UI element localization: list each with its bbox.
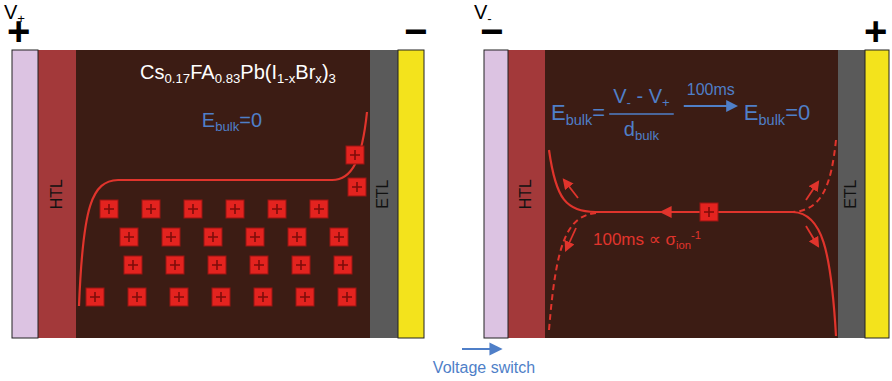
text-part: E — [202, 109, 215, 131]
text-part: + — [864, 9, 887, 53]
ion — [334, 256, 352, 274]
polarity-sign: + — [7, 8, 30, 54]
text-part: HTL — [48, 179, 65, 209]
text-part: Br — [295, 61, 315, 83]
ion — [170, 288, 188, 306]
text-part: E — [551, 100, 566, 125]
polarity-sign: − — [404, 8, 427, 54]
text-part: Voltage switch — [433, 359, 535, 376]
ion — [288, 228, 306, 246]
text-part: x — [315, 72, 322, 87]
text-part: d — [624, 118, 635, 140]
text-part: ETL — [842, 179, 859, 208]
fraction-denominator: dbulk — [624, 118, 659, 143]
ion — [296, 288, 314, 306]
ion — [268, 200, 286, 218]
cathode-contact — [398, 50, 424, 338]
ion — [208, 256, 226, 274]
text-part: Pb(I — [240, 61, 277, 83]
text-part: FA — [190, 61, 214, 83]
text-part: - V — [631, 85, 662, 107]
text-part: ion — [676, 238, 691, 250]
ion-drift-arrow — [662, 211, 696, 213]
ion — [184, 200, 202, 218]
anode-contact — [484, 50, 508, 338]
text-part: ETL — [375, 179, 392, 208]
ion — [348, 178, 366, 196]
text-part: 100ms ∝ σ — [593, 230, 676, 249]
material-formula: Cs0.17FA0.83Pb(I1-xBrx)3 — [140, 61, 336, 86]
text-part: = — [592, 100, 605, 125]
text-part: − — [404, 9, 427, 53]
ion — [124, 256, 142, 274]
ion — [250, 256, 268, 274]
text-part: 3 — [329, 72, 336, 87]
ion — [86, 288, 104, 306]
text-part: =0 — [785, 100, 810, 125]
text-part: Cs — [140, 61, 164, 83]
ion — [120, 228, 138, 246]
text-part: − — [480, 9, 503, 53]
transition-label: Voltage switch — [433, 359, 535, 377]
perovskite-layer: Ebulk=V- - V+dbulk100msEbulk=0100ms ∝ σi… — [545, 50, 838, 338]
text-part: 100ms — [687, 81, 735, 98]
layer-label: ETL — [842, 179, 860, 208]
layer-label: HTL — [48, 179, 66, 209]
cathode-contact — [865, 50, 889, 338]
text-part: =0 — [239, 109, 262, 131]
field-label: Ebulk= — [551, 100, 605, 128]
ion — [310, 200, 328, 218]
time-arrow — [684, 105, 736, 107]
text-part: 1-x — [277, 72, 295, 87]
text-part: ) — [322, 61, 329, 83]
text-part: + — [7, 9, 30, 53]
ion — [212, 288, 230, 306]
ion — [166, 256, 184, 274]
field-label: Ebulk=0 — [744, 100, 810, 128]
htl-layer: HTL — [508, 50, 545, 338]
fraction-bar — [609, 113, 674, 115]
polarity-sign: + — [864, 8, 887, 54]
fraction-numerator: V- - V+ — [613, 85, 670, 110]
layer-label: ETL — [375, 179, 393, 208]
ion — [700, 203, 718, 221]
ion — [254, 288, 272, 306]
text-part: 0.17 — [165, 72, 191, 87]
text-part: bulk — [566, 111, 593, 127]
etl-layer: ETL — [370, 50, 398, 338]
ion — [338, 288, 356, 306]
field-label: Ebulk=0 — [202, 109, 262, 134]
text-part: -1 — [691, 229, 701, 241]
text-part: HTL — [517, 179, 534, 209]
ion — [204, 228, 222, 246]
anode-contact — [12, 50, 38, 338]
ion — [346, 146, 364, 164]
text-part: V — [613, 85, 626, 107]
text-part: - — [627, 96, 631, 111]
polarity-sign: − — [480, 8, 503, 54]
ion — [100, 200, 118, 218]
ion — [162, 228, 180, 246]
text-part: 0.83 — [215, 72, 241, 87]
text-part: E — [744, 100, 759, 125]
time-label: 100ms — [687, 81, 735, 99]
text-part: bulk — [215, 120, 239, 135]
ion — [292, 256, 310, 274]
ion — [246, 228, 264, 246]
ion — [330, 228, 348, 246]
transition-arrow — [462, 348, 500, 350]
ion — [142, 200, 160, 218]
text-part: bulk — [635, 129, 659, 144]
etl-layer: ETL — [838, 50, 865, 338]
ion — [128, 288, 146, 306]
text-part: + — [662, 96, 670, 111]
htl-layer: HTL — [38, 50, 76, 338]
layer-label: HTL — [517, 179, 535, 209]
ion — [226, 200, 244, 218]
text-part: bulk — [758, 111, 785, 127]
time-relation: 100ms ∝ σion-1 — [593, 229, 701, 252]
